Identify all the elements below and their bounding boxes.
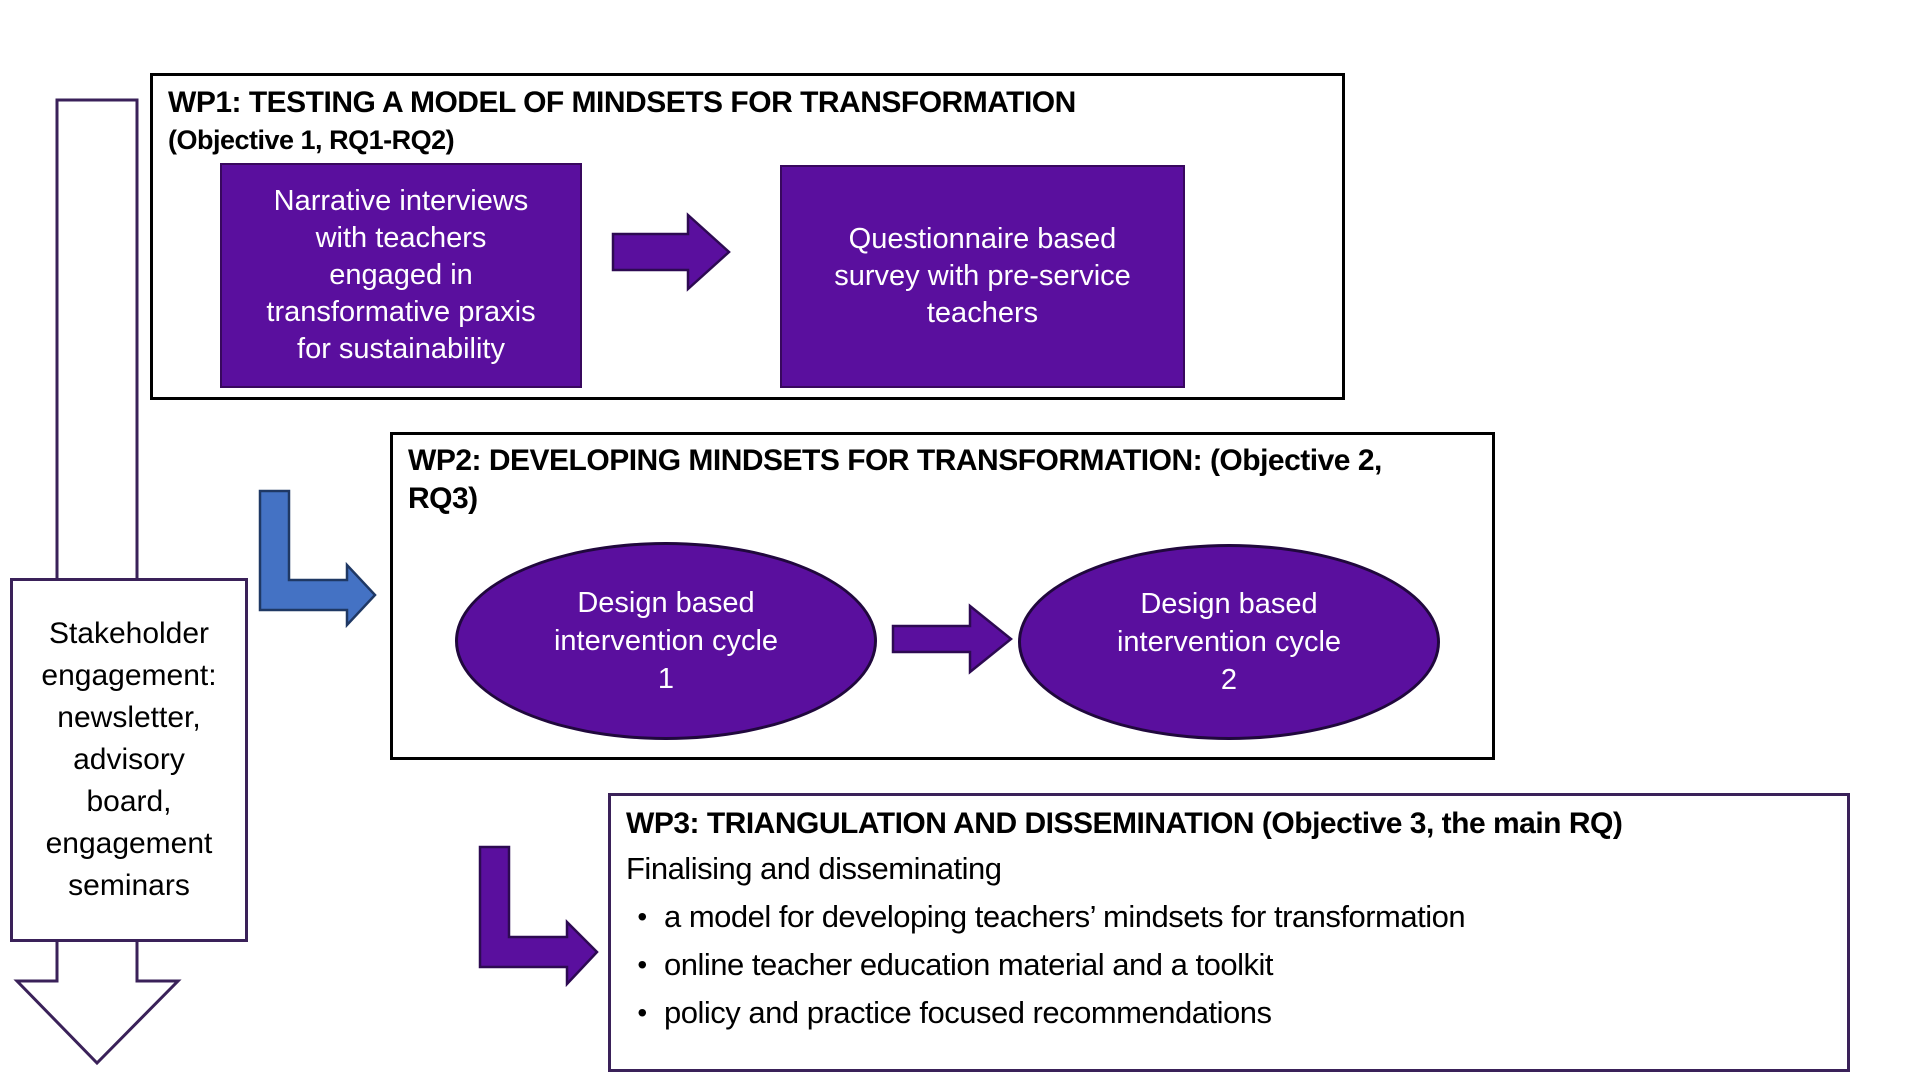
wp2-title: WP2: DEVELOPING MINDSETS FOR TRANSFORMAT… [408,444,1382,515]
wp3-intro: Finalising and disseminating [626,851,1002,886]
wp1-subtitle: (Objective 1, RQ1-RQ2) [168,125,455,155]
wp3-title: WP3: TRIANGULATION AND DISSEMINATION (Ob… [626,807,1623,840]
wp1-title: WP1: TESTING A MODEL OF MINDSETS FOR TRA… [168,86,1076,119]
purple-elbow-arrow-icon [478,845,599,988]
wp1-narrative-interviews-box: Narrative interviews with teachers engag… [220,163,582,388]
wp3-panel [608,793,1850,1072]
wp3-bullet-text: policy and practice focused recommendati… [664,995,1272,1030]
bullet-icon: • [637,949,647,980]
wp2-right-arrow-icon [891,603,1013,675]
wp3-bullet-text: online teacher education material and a … [664,947,1273,982]
stakeholder-engagement-box: Stakeholder engagement: newsletter, advi… [10,578,248,942]
blue-elbow-arrow-icon [258,489,377,629]
wp1-questionnaire-survey-box: Questionnaire based survey with pre-serv… [780,165,1185,388]
wp3-bullet-list: • a model for developing teachers’ minds… [620,893,1830,1037]
wp1-title-block: WP1: TESTING A MODEL OF MINDSETS FOR TRA… [168,84,1076,158]
wp3-content: WP3: TRIANGULATION AND DISSEMINATION (Ob… [620,802,1830,1037]
wp3-bullet-item: • policy and practice focused recommenda… [620,989,1830,1037]
wp2-intervention-cycle1-ellipse: Design based intervention cycle 1 [455,542,877,740]
wp2-intervention-cycle2-ellipse: Design based intervention cycle 2 [1018,544,1440,740]
wp3-bullet-text: a model for developing teachers’ mindset… [664,899,1466,934]
bullet-icon: • [637,901,647,932]
wp3-bullet-item: • a model for developing teachers’ minds… [620,893,1830,941]
wp1-right-arrow-icon [611,212,731,292]
bullet-icon: • [637,997,647,1028]
wp3-bullet-item: • online teacher education material and … [620,941,1830,989]
